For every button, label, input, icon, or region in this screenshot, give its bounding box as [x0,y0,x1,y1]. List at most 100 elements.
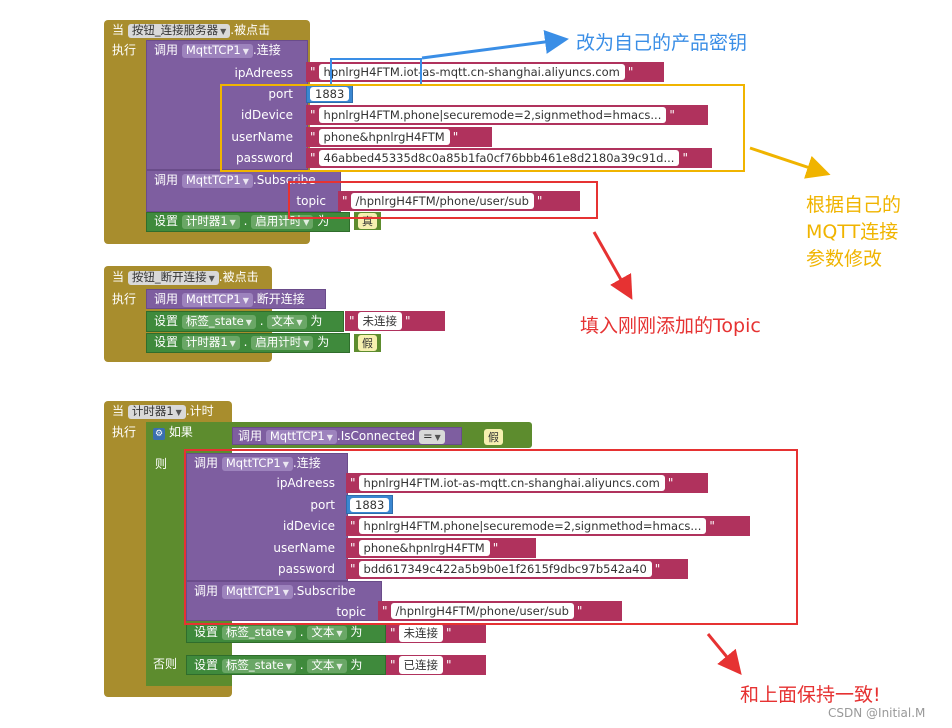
topic-text-block[interactable]: "/hpnlrgH4FTM/phone/user/sub" [338,191,580,211]
red-arrow-bottom [706,633,742,675]
unconnected-text-block[interactable]: "未连接" [345,311,445,331]
id-value[interactable]: hpnlrgH4FTM.phone|securemode=2,signmetho… [318,107,667,123]
user-value[interactable]: phone&hpnlrgH4FTM [318,129,450,145]
port-number-block[interactable]: 1883 [306,84,354,103]
set-label-row-4: 设置 标签_state▼ . 文本▼ 为 [194,658,363,673]
orange-highlight-box [220,84,745,172]
port-number-block-2[interactable]: 1883 [346,495,394,514]
pwd-text-block[interactable]: "46abbed45335d8c0a85b1fa0cf76bbb461e8d21… [306,148,712,168]
false-block[interactable]: 假 [480,428,507,446]
pwd-label: password [278,562,335,576]
block1-header: 当 按钮_连接服务器▼.被点击 [112,24,270,38]
enable-dropdown[interactable]: 启用计时▼ [251,336,314,350]
id-text-block[interactable]: "hpnlrgH4FTM.phone|securemode=2,signmeth… [306,105,708,125]
isconnected-row: 调用 MqttTCP1▼.IsConnected =▼ [238,430,445,444]
timer-dropdown[interactable]: 计时器1▼ [181,215,240,229]
ip-text-block-2[interactable]: "hpnlrgH4FTM.iot-as-mqtt.cn-shanghai.ali… [346,473,708,493]
mqtt-dropdown[interactable]: MqttTCP1▼ [181,44,253,58]
connected-text-block[interactable]: "已连接" [386,655,486,675]
user-text-block-2[interactable]: "phone&hpnlrgH4FTM" [346,538,536,558]
unconnected-text-block-2[interactable]: "未连接" [386,623,486,643]
user-text-block[interactable]: "phone&hpnlrgH4FTM" [306,127,492,147]
pwd-value[interactable]: bdd617349c422a5b9b0e1f2615f9dbc97b542a40 [358,561,652,577]
topic-label: topic [336,605,366,619]
blue-arrow [421,30,569,60]
mqtt-dropdown[interactable]: MqttTCP1▼ [265,430,337,444]
port-value[interactable]: 1883 [310,86,350,101]
ip-label: ipAdreess [234,66,293,80]
call-connect-header: 调用 MqttTCP1▼.连接 [154,43,281,58]
port-value[interactable]: 1883 [350,497,390,512]
pwd-value[interactable]: 46abbed45335d8c0a85b1fa0cf76bbb461e8d218… [318,150,680,166]
user-label: userName [273,541,335,555]
id-value[interactable]: hpnlrgH4FTM.phone|securemode=2,signmetho… [358,518,707,534]
annotation-mqtt-line3: 参数修改 [806,248,883,270]
topic-text-block-2[interactable]: "/hpnlrgH4FTM/phone/user/sub" [378,601,622,621]
text-prop-dropdown[interactable]: 文本▼ [307,659,347,673]
set-timer-row-2: 设置 计时器1▼ . 启用计时▼ 为 [154,335,330,350]
gear-icon[interactable]: ⚙ [153,428,165,440]
eq-dropdown[interactable]: =▼ [418,430,445,444]
set-label-row: 设置 标签_state▼ . 文本▼ 为 [154,314,323,329]
set-label-row-3: 设置 标签_state▼ . 文本▼ 为 [194,625,363,640]
event-name: .被点击 [230,23,271,37]
call-subscribe-header-2: 调用 MqttTCP1▼.Subscribe [194,584,356,599]
timer-dropdown[interactable]: 计时器1▼ [181,336,240,350]
false-value[interactable]: 假 [484,429,503,445]
call-connect-header-2: 调用 MqttTCP1▼.连接 [194,456,321,471]
unconnected-value[interactable]: 未连接 [398,624,444,642]
if-row: ⚙ 如果 [153,425,193,440]
connected-value[interactable]: 已连接 [398,656,444,674]
text-prop-dropdown[interactable]: 文本▼ [307,626,347,640]
ip-label: ipAdreess [276,476,335,490]
pwd-text-block-2[interactable]: "bdd617349c422a5b9b0e1f2615f9dbc97b542a4… [346,559,688,579]
ip-text-block[interactable]: "hpnlrgH4FTM.iot-as-mqtt.cn-shanghai.ali… [306,62,664,82]
when-keyword: 当 [112,23,125,37]
ip-value[interactable]: hpnlrgH4FTM.iot-as-mqtt.cn-shanghai.aliy… [318,64,625,80]
label-dropdown[interactable]: 标签_state▼ [221,659,296,673]
topic-label: topic [296,194,326,208]
annotation-mqtt-line2: MQTT连接 [806,221,899,243]
mqtt-dropdown[interactable]: MqttTCP1▼ [181,293,253,307]
mqtt-dropdown[interactable]: MqttTCP1▼ [181,174,253,188]
annotation-topic: 填入刚刚添加的Topic [580,315,761,337]
red-highlight-box-topic [288,181,598,219]
orange-arrow [749,146,831,179]
then-keyword: 则 [155,457,168,471]
user-label: userName [231,130,293,144]
mqtt-dropdown[interactable]: MqttTCP1▼ [221,585,293,599]
mqtt-dropdown[interactable]: MqttTCP1▼ [221,457,293,471]
text-prop-dropdown[interactable]: 文本▼ [267,315,307,329]
port-label: port [310,498,335,512]
component-dropdown[interactable]: 按钮_连接服务器▼ [127,24,231,38]
false-value[interactable]: 假 [358,335,377,351]
call-connect-block-2[interactable] [186,453,348,581]
topic-value[interactable]: /hpnlrgH4FTM/phone/user/sub [390,603,574,619]
port-label: port [268,87,293,101]
ip-value[interactable]: hpnlrgH4FTM.iot-as-mqtt.cn-shanghai.aliy… [358,475,665,491]
annotation-product-key: 改为自己的产品密钥 [576,32,748,54]
do-keyword: 执行 [112,292,137,306]
do-keyword: 执行 [112,425,137,439]
annotation-consistent: 和上面保持一致! [740,684,881,706]
id-label: idDevice [241,108,293,122]
topic-value[interactable]: /hpnlrgH4FTM/phone/user/sub [350,193,534,209]
block2-header: 当 按钮_断开连接▼.被点击 [112,270,259,285]
user-value[interactable]: phone&hpnlrgH4FTM [358,540,490,556]
watermark: CSDN @Initial.M [828,706,926,720]
false-block[interactable]: 假 [354,334,381,352]
red-arrow-topic [592,231,633,300]
call-disconnect-row: 调用 MqttTCP1▼.断开连接 [154,292,305,307]
id-label: idDevice [283,519,335,533]
red-highlight-box-connect [184,449,798,625]
component-dropdown[interactable]: 按钮_断开连接▼ [127,271,219,285]
label-dropdown[interactable]: 标签_state▼ [221,626,296,640]
id-text-block-2[interactable]: "hpnlrgH4FTM.phone|securemode=2,signmeth… [346,516,750,536]
call-subscribe-header: 调用 MqttTCP1▼.Subscribe [154,173,316,188]
else-keyword: 否则 [153,657,178,671]
unconnected-value[interactable]: 未连接 [357,312,403,330]
component-dropdown[interactable]: 计时器1▼ [127,405,186,419]
label-dropdown[interactable]: 标签_state▼ [181,315,256,329]
annotation-mqtt-line1: 根据自己的 [806,194,902,216]
